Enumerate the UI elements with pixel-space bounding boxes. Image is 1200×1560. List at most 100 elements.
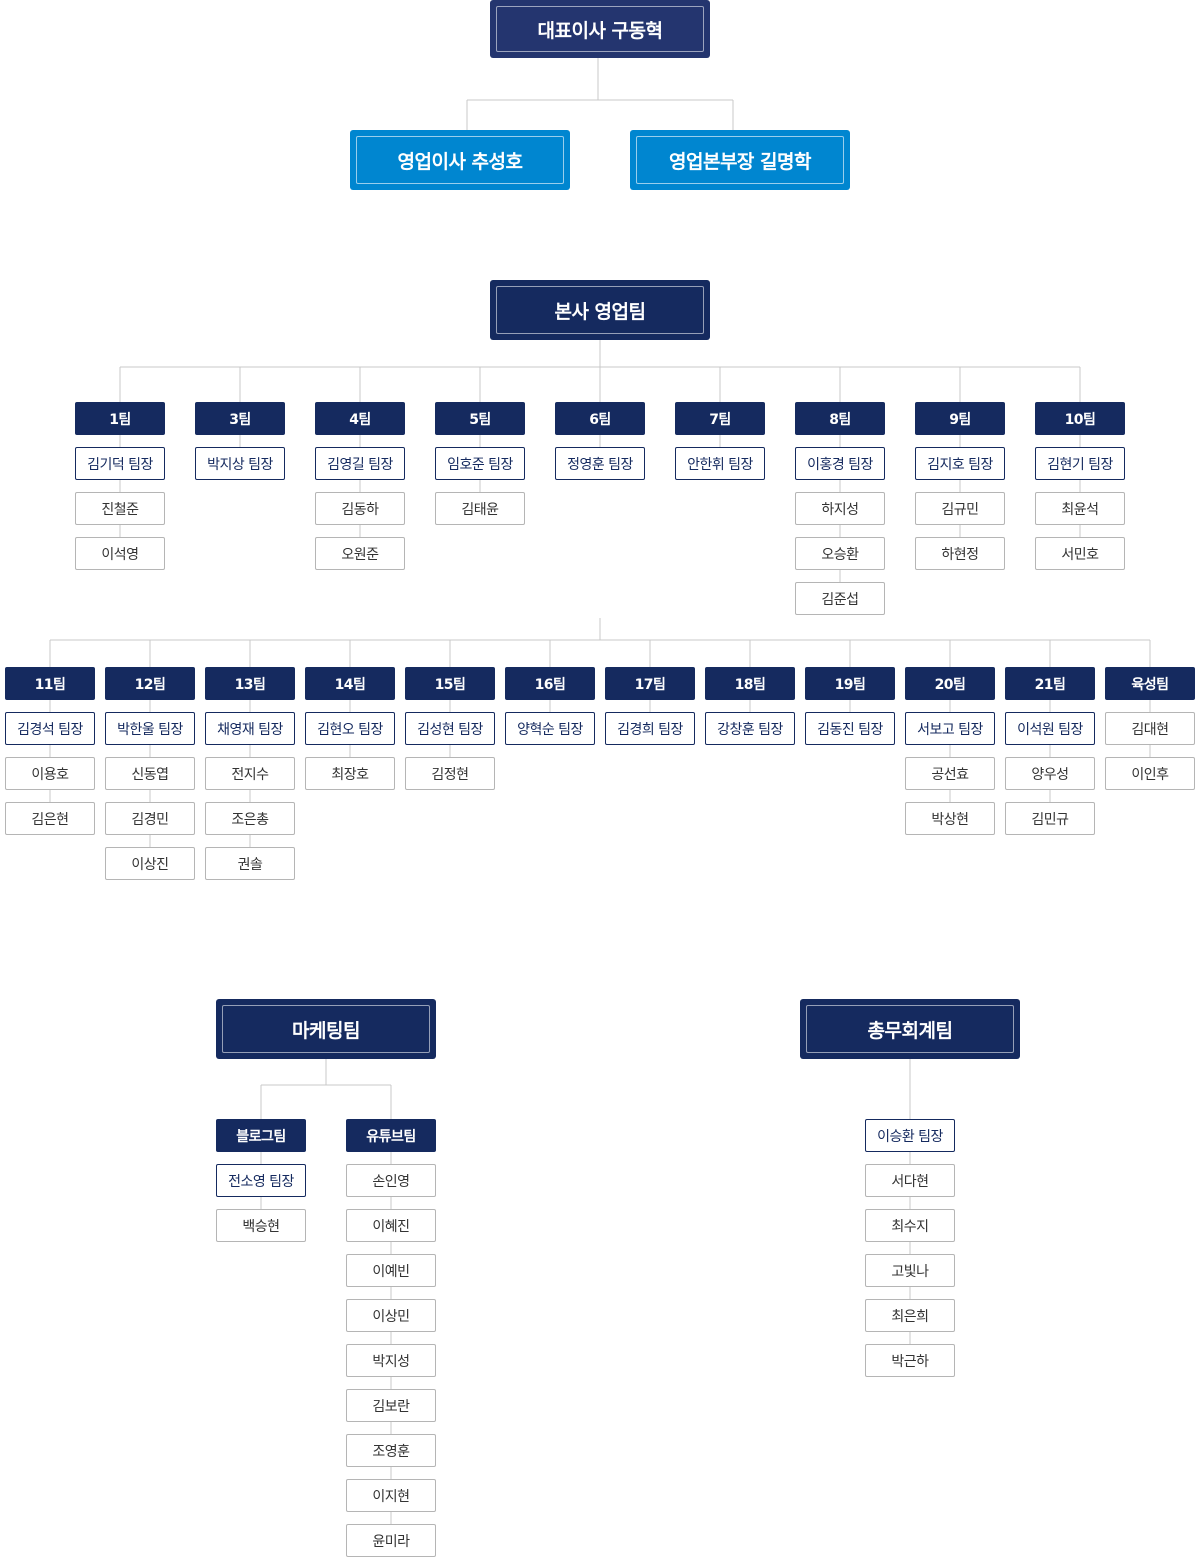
team-member-box: 서민호 <box>1035 537 1125 570</box>
team-leader-box: 채영재 팀장 <box>205 712 295 745</box>
team-box: 육성팀 <box>1105 667 1195 700</box>
team-box: 블로그팀 <box>216 1119 306 1152</box>
team-box: 8팀 <box>795 402 885 435</box>
team-box: 6팀 <box>555 402 645 435</box>
team-leader-box: 전소영 팀장 <box>216 1164 306 1197</box>
team-leader-box: 이홍경 팀장 <box>795 447 885 480</box>
team-box: 3팀 <box>195 402 285 435</box>
marketing-dept-box: 마케팅팀 <box>216 999 436 1059</box>
team-leader-box: 양혁순 팀장 <box>505 712 595 745</box>
team-box: 7팀 <box>675 402 765 435</box>
team-box: 9팀 <box>915 402 1005 435</box>
team-leader-box: 정영훈 팀장 <box>555 447 645 480</box>
director-box-label: 영업본부장 길명학 <box>636 136 844 184</box>
team-member-box: 김태윤 <box>435 492 525 525</box>
team-member-box: 신동엽 <box>105 757 195 790</box>
director-box: 영업이사 추성호 <box>350 130 570 190</box>
team-member-box: 이지현 <box>346 1479 436 1512</box>
team-box: 14팀 <box>305 667 395 700</box>
sales-dept-box-label: 본사 영업팀 <box>496 286 704 334</box>
team-box: 15팀 <box>405 667 495 700</box>
team-leader-box: 김동진 팀장 <box>805 712 895 745</box>
team-box: 21팀 <box>1005 667 1095 700</box>
team-leader-box: 김성현 팀장 <box>405 712 495 745</box>
team-member-box: 진철준 <box>75 492 165 525</box>
team-member-box: 윤미라 <box>346 1524 436 1557</box>
team-leader-box: 박한울 팀장 <box>105 712 195 745</box>
team-member-box: 권솔 <box>205 847 295 880</box>
team-box: 20팀 <box>905 667 995 700</box>
team-box: 19팀 <box>805 667 895 700</box>
team-leader-box: 김지호 팀장 <box>915 447 1005 480</box>
admin-leader-box: 이승환 팀장 <box>865 1119 955 1152</box>
team-member-box: 김민규 <box>1005 802 1095 835</box>
team-member-box: 오승환 <box>795 537 885 570</box>
director-box: 영업본부장 길명학 <box>630 130 850 190</box>
team-leader-box: 임호준 팀장 <box>435 447 525 480</box>
team-box: 16팀 <box>505 667 595 700</box>
ceo-box-label: 대표이사 구동혁 <box>496 6 704 52</box>
admin-member-box: 서다현 <box>865 1164 955 1197</box>
team-leader-box: 김기덕 팀장 <box>75 447 165 480</box>
director-box-label: 영업이사 추성호 <box>356 136 564 184</box>
team-box: 10팀 <box>1035 402 1125 435</box>
team-box: 유튜브팀 <box>346 1119 436 1152</box>
team-leader-box: 김경희 팀장 <box>605 712 695 745</box>
team-box: 12팀 <box>105 667 195 700</box>
team-member-box: 이혜진 <box>346 1209 436 1242</box>
team-member-box: 김동하 <box>315 492 405 525</box>
team-box: 4팀 <box>315 402 405 435</box>
team-member-box: 조은총 <box>205 802 295 835</box>
team-member-box: 공선효 <box>905 757 995 790</box>
team-member-box: 이예빈 <box>346 1254 436 1287</box>
team-member-box: 박지성 <box>346 1344 436 1377</box>
team-leader-box: 김현기 팀장 <box>1035 447 1125 480</box>
team-member-box: 김은현 <box>5 802 95 835</box>
team-member-box: 오원준 <box>315 537 405 570</box>
team-box: 5팀 <box>435 402 525 435</box>
marketing-dept-box-label: 마케팅팀 <box>222 1005 430 1053</box>
team-leader-box: 김경석 팀장 <box>5 712 95 745</box>
team-member-box: 이석영 <box>75 537 165 570</box>
team-leader-box: 강창훈 팀장 <box>705 712 795 745</box>
admin-member-box: 박근하 <box>865 1344 955 1377</box>
admin-dept-box: 총무회계팀 <box>800 999 1020 1059</box>
team-member-box: 김대현 <box>1105 712 1195 745</box>
team-member-box: 김경민 <box>105 802 195 835</box>
admin-member-box: 고빛나 <box>865 1254 955 1287</box>
admin-member-box: 최수지 <box>865 1209 955 1242</box>
team-box: 13팀 <box>205 667 295 700</box>
team-leader-box: 김영길 팀장 <box>315 447 405 480</box>
admin-member-box: 최은희 <box>865 1299 955 1332</box>
team-member-box: 김준섭 <box>795 582 885 615</box>
ceo-box: 대표이사 구동혁 <box>490 0 710 58</box>
team-box: 17팀 <box>605 667 695 700</box>
team-member-box: 최윤석 <box>1035 492 1125 525</box>
team-member-box: 최장호 <box>305 757 395 790</box>
team-member-box: 양우성 <box>1005 757 1095 790</box>
team-leader-box: 이석원 팀장 <box>1005 712 1095 745</box>
team-member-box: 하현정 <box>915 537 1005 570</box>
team-member-box: 백승현 <box>216 1209 306 1242</box>
team-box: 1팀 <box>75 402 165 435</box>
team-member-box: 하지성 <box>795 492 885 525</box>
sales-dept-box: 본사 영업팀 <box>490 280 710 340</box>
admin-dept-box-label: 총무회계팀 <box>806 1005 1014 1053</box>
team-member-box: 김정현 <box>405 757 495 790</box>
team-member-box: 이상민 <box>346 1299 436 1332</box>
team-member-box: 박상현 <box>905 802 995 835</box>
team-leader-box: 박지상 팀장 <box>195 447 285 480</box>
team-member-box: 조영훈 <box>346 1434 436 1467</box>
team-member-box: 이상진 <box>105 847 195 880</box>
team-box: 18팀 <box>705 667 795 700</box>
team-box: 11팀 <box>5 667 95 700</box>
team-member-box: 김보란 <box>346 1389 436 1422</box>
team-member-box: 김규민 <box>915 492 1005 525</box>
team-leader-box: 김현오 팀장 <box>305 712 395 745</box>
team-leader-box: 서보고 팀장 <box>905 712 995 745</box>
team-leader-box: 안한휘 팀장 <box>675 447 765 480</box>
team-member-box: 이인후 <box>1105 757 1195 790</box>
team-member-box: 손인영 <box>346 1164 436 1197</box>
team-member-box: 전지수 <box>205 757 295 790</box>
